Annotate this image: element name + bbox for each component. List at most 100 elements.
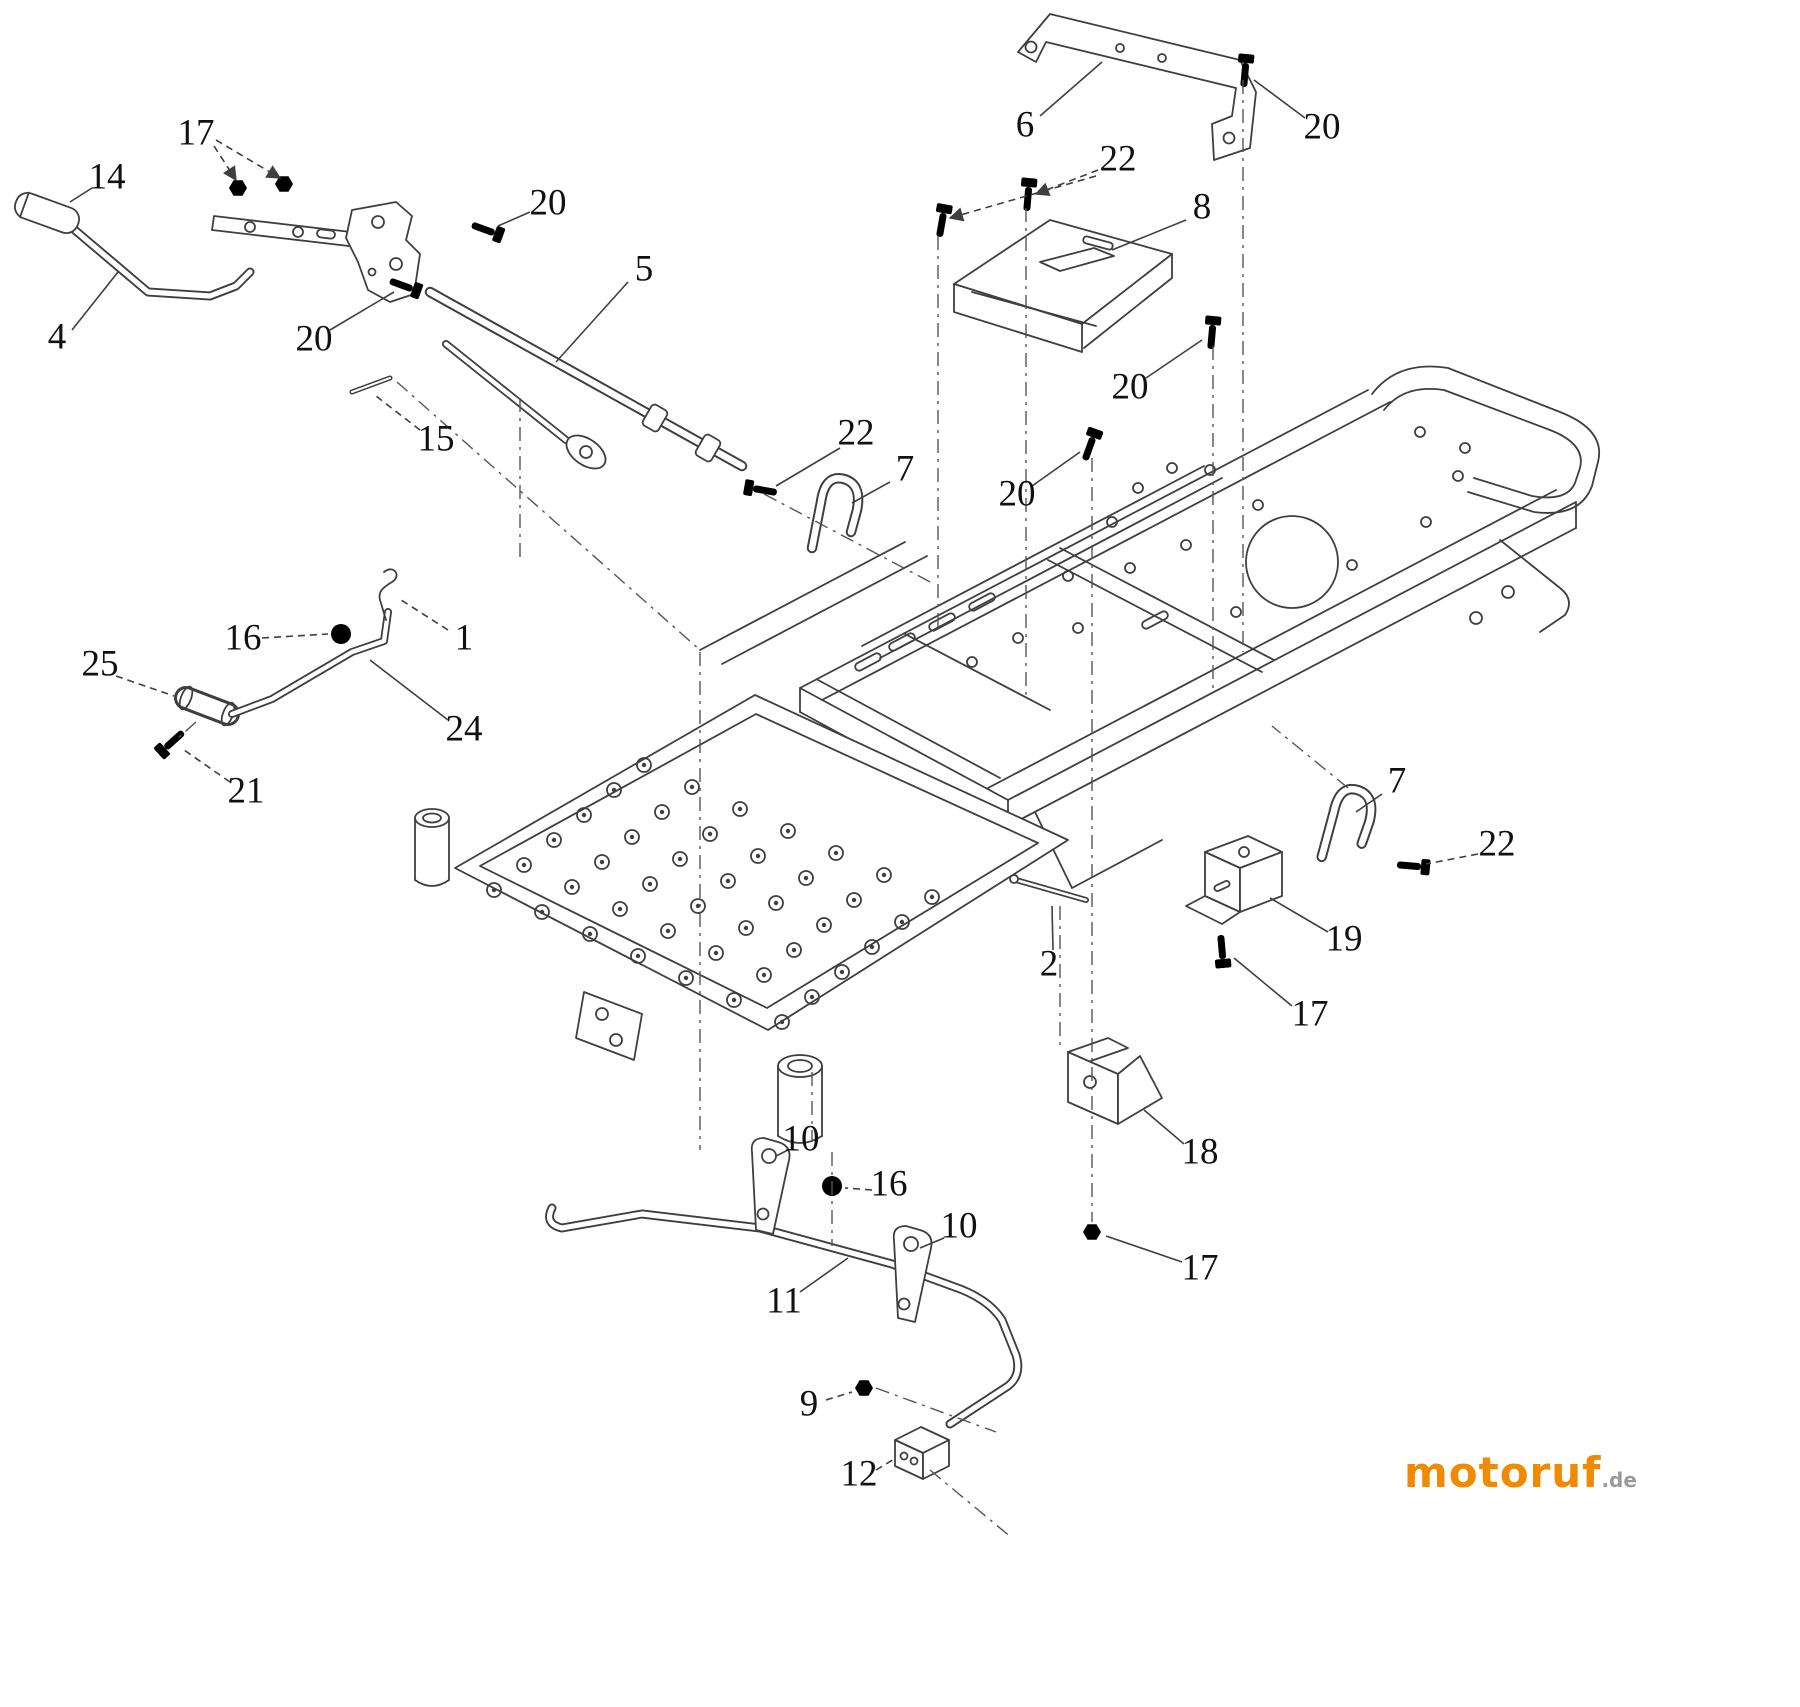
callout-17: 17 xyxy=(178,112,215,153)
watermark[interactable]: motoruf.de xyxy=(1404,1448,1637,1497)
leader-line xyxy=(1425,853,1479,865)
leader-line xyxy=(115,675,175,697)
callout-14: 14 xyxy=(89,156,126,197)
callout-21: 21 xyxy=(228,770,265,811)
callout-12: 12 xyxy=(841,1453,878,1494)
leader-line xyxy=(1145,339,1203,379)
strap-10-right xyxy=(892,1225,933,1323)
callout-20: 20 xyxy=(296,318,333,359)
leader-line xyxy=(215,139,282,179)
callout-17: 17 xyxy=(1292,993,1329,1034)
nut-9 xyxy=(855,1380,873,1396)
callout-7: 7 xyxy=(1388,760,1407,801)
leader-line xyxy=(1031,451,1081,487)
callout-1: 1 xyxy=(455,617,474,658)
bolt-22-a xyxy=(931,202,954,239)
callout-2: 2 xyxy=(1040,943,1059,984)
callout-24: 24 xyxy=(446,708,483,749)
leader-line xyxy=(948,175,1097,222)
bolt-22-d xyxy=(1396,856,1431,876)
bolt-20-a xyxy=(469,217,506,244)
leader-line xyxy=(1051,905,1054,951)
leader-line xyxy=(213,145,237,182)
hook-7-lower xyxy=(1322,787,1373,860)
callout-6: 6 xyxy=(1016,104,1035,145)
leader-line xyxy=(555,281,629,363)
leader-line xyxy=(69,187,93,203)
leader-line xyxy=(329,291,395,331)
watermark-tld: .de xyxy=(1601,1468,1637,1492)
bolt-17-c xyxy=(1212,934,1232,969)
callout-17: 17 xyxy=(1182,1247,1219,1288)
pin-2 xyxy=(1009,874,1086,900)
leader-line xyxy=(799,1257,849,1293)
leader-line xyxy=(497,211,531,227)
callout-9: 9 xyxy=(800,1383,819,1424)
cotter-pin-1 xyxy=(378,568,398,621)
bolt-20-d xyxy=(1202,315,1222,350)
callout-22: 22 xyxy=(1479,823,1516,864)
callout-11: 11 xyxy=(766,1280,802,1321)
floor-pan xyxy=(414,694,1069,1144)
leader-line xyxy=(1233,957,1293,1007)
leader-line xyxy=(71,271,119,331)
callout-20: 20 xyxy=(1304,106,1341,147)
nut-17-d xyxy=(1083,1224,1101,1240)
leader-line xyxy=(1269,897,1329,933)
callout-18: 18 xyxy=(1182,1131,1219,1172)
callout-15: 15 xyxy=(418,418,455,459)
floor-pan-holes xyxy=(486,757,940,1030)
callout-10: 10 xyxy=(783,1118,820,1159)
center-lines xyxy=(177,80,1349,1539)
callout-22: 22 xyxy=(1100,138,1137,179)
bracket-19 xyxy=(1185,835,1283,925)
end-block-12 xyxy=(894,1426,950,1480)
leader-line xyxy=(183,749,231,783)
bolt-22-b xyxy=(1018,177,1038,212)
watermark-brand[interactable]: motoruf xyxy=(1404,1448,1602,1497)
support-bracket-6 xyxy=(1017,13,1257,161)
mount-plate-8 xyxy=(953,219,1173,353)
hook-7-upper xyxy=(812,478,858,548)
leader-line xyxy=(875,1457,897,1471)
leader-line xyxy=(851,481,891,504)
leader-line xyxy=(919,1237,945,1249)
callout-7: 7 xyxy=(896,448,915,489)
nut-17-b xyxy=(275,176,293,192)
lever-grip-14 xyxy=(14,191,80,235)
leader-line xyxy=(1253,79,1306,119)
callout-10: 10 xyxy=(941,1205,978,1246)
strap-10-left xyxy=(750,1137,791,1235)
bolt-21 xyxy=(153,726,189,760)
leader-line xyxy=(1143,1109,1185,1145)
callout-25: 25 xyxy=(82,643,119,684)
lift-shaft-5 xyxy=(352,292,742,475)
leader-line xyxy=(1111,219,1187,251)
callout-19: 19 xyxy=(1326,918,1363,959)
bolt-22-c xyxy=(742,478,779,501)
leader-line xyxy=(775,1149,789,1157)
leader-line xyxy=(369,659,449,721)
leader-line xyxy=(1039,61,1103,117)
callout-5: 5 xyxy=(635,248,654,289)
callout-20: 20 xyxy=(999,473,1036,514)
leader-line xyxy=(1105,1235,1183,1263)
callout-16: 16 xyxy=(871,1163,908,1204)
leader-line xyxy=(1355,793,1383,813)
callout-8: 8 xyxy=(1193,186,1212,227)
callout-20: 20 xyxy=(530,182,567,223)
bracket-18 xyxy=(1067,1037,1163,1125)
lift-lever-4 xyxy=(14,191,421,303)
main-frame xyxy=(699,365,1601,889)
callout-4: 4 xyxy=(48,316,67,357)
leader-line xyxy=(375,395,421,431)
nut-17-a xyxy=(229,180,247,196)
leader-line xyxy=(397,597,449,631)
callout-20: 20 xyxy=(1112,366,1149,407)
leader-line xyxy=(261,633,329,639)
link-assembly xyxy=(177,568,398,727)
callout-16: 16 xyxy=(225,617,262,658)
